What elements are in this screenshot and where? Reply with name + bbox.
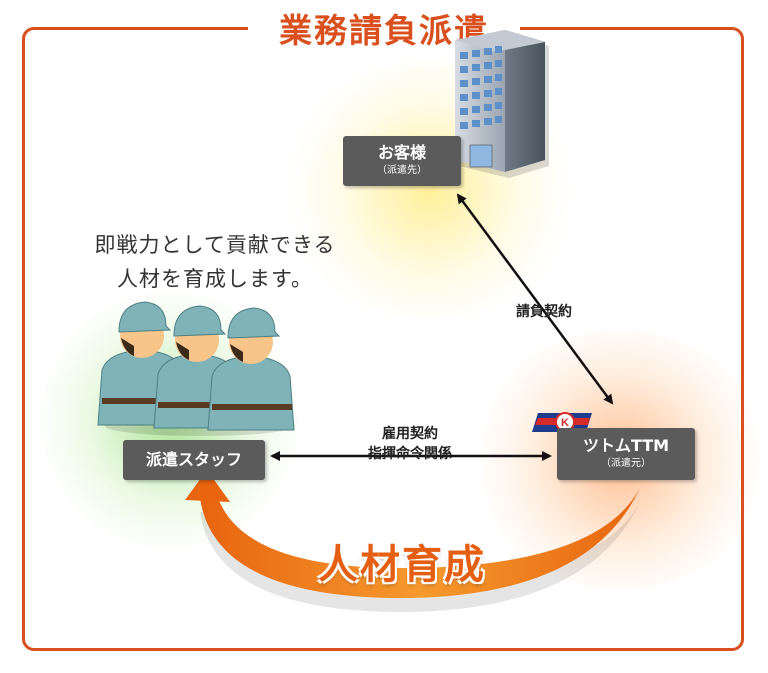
- caption-line-1: 即戦力として貢献できる: [94, 233, 336, 257]
- customer-role: （派遣先）: [377, 165, 427, 176]
- ttm-box: ツトムTTM （派遣元）: [557, 428, 695, 480]
- customer-name: お客様: [377, 143, 426, 162]
- diagram-title: 業務請負派遣: [279, 11, 489, 50]
- cycle-arrow: [185, 470, 640, 613]
- ttm-role: （派遣元）: [601, 458, 651, 469]
- customer-box: お客様 （派遣先）: [343, 136, 461, 186]
- cycle-label: 人材育成: [318, 542, 486, 588]
- ttm-logo-icon: K: [532, 412, 592, 432]
- command-line: 指揮命令関係: [368, 446, 452, 462]
- ttm-logo-letter: K: [561, 417, 569, 429]
- staff-box: 派遣スタッフ: [123, 440, 265, 480]
- building-icon: [455, 30, 549, 178]
- staff-icon: [97, 301, 295, 436]
- employment-label: 雇用契約 指揮命令関係: [355, 424, 465, 464]
- employment-line: 雇用契約: [382, 426, 438, 442]
- contract-arrow: [456, 193, 614, 405]
- staff-name: 派遣スタッフ: [145, 450, 242, 469]
- caption-line-2: 人材を育成します。: [117, 267, 313, 291]
- caption-text: 即戦力として貢献できる 人材を育成します。: [80, 228, 350, 296]
- contract-label: 請負契約: [516, 304, 572, 320]
- ttm-name: ツトムTTM: [582, 436, 670, 455]
